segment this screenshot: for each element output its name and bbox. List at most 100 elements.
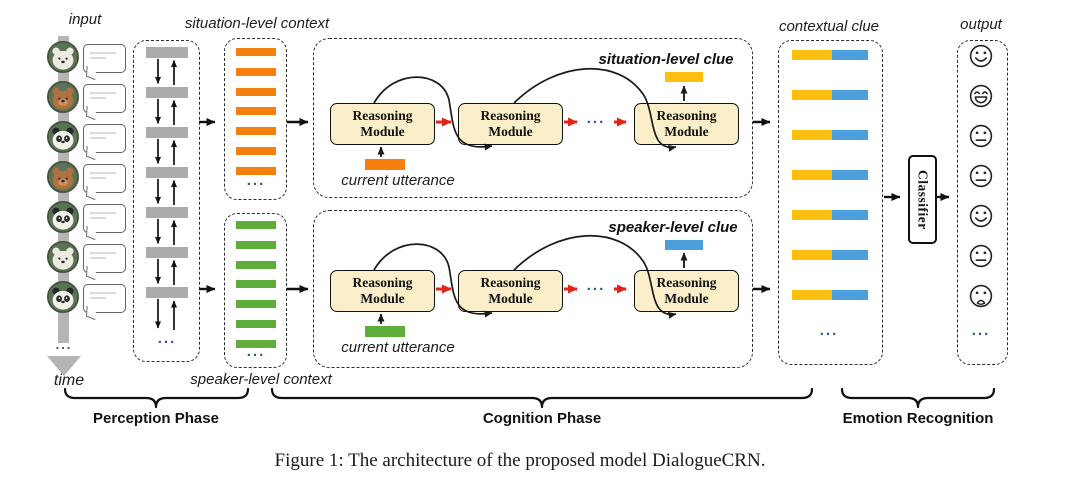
speaker-context-bar bbox=[236, 260, 276, 269]
situation-clue-bar bbox=[665, 72, 703, 82]
emotion-neutral-icon bbox=[969, 164, 993, 188]
speaker-context-bar bbox=[236, 300, 276, 309]
avatar-panda-bear-icon bbox=[47, 121, 79, 153]
current-utterance-bar bbox=[365, 159, 405, 170]
reasoning-module: Reasoning Module bbox=[330, 270, 435, 312]
situation-context-bar bbox=[236, 67, 276, 76]
contextual-clue-bar-blue bbox=[832, 170, 868, 180]
bubble-text-line bbox=[90, 212, 116, 214]
emotion-brace bbox=[840, 387, 996, 409]
contextual-clue-bar-blue bbox=[832, 90, 868, 100]
speaker-context-label: speaker-level context bbox=[190, 371, 332, 388]
ellipsis: ... bbox=[157, 330, 177, 347]
perception-brace bbox=[63, 387, 250, 409]
bubble-text-line bbox=[90, 297, 106, 299]
perception-feature-bar bbox=[146, 46, 188, 58]
contextual-clue-bar-yellow bbox=[792, 250, 832, 260]
input-label: input bbox=[68, 11, 102, 28]
speech-bubble-icon bbox=[83, 284, 126, 313]
emotion-recognition-label: Emotion Recognition bbox=[842, 410, 994, 427]
contextual-clue-bar-yellow bbox=[792, 170, 832, 180]
classifier-box: Classifier bbox=[908, 155, 937, 244]
contextual-clue-bar-blue bbox=[832, 290, 868, 300]
speaker-clue-label: speaker-level clue bbox=[608, 219, 738, 236]
situation-clue-label: situation-level clue bbox=[598, 51, 734, 68]
bubble-text-line bbox=[90, 217, 106, 219]
speech-bubble-icon bbox=[83, 124, 126, 153]
contextual-clue-bar-yellow bbox=[792, 130, 832, 140]
emotion-sad-icon bbox=[969, 284, 993, 308]
ellipsis: ... bbox=[971, 322, 991, 339]
reasoning-module-label: Reasoning bbox=[480, 274, 541, 290]
emotion-neutral-icon bbox=[969, 244, 993, 268]
reasoning-module: Reasoning Module bbox=[458, 270, 563, 312]
speaker-context-bar bbox=[236, 339, 276, 348]
contextual-clue-bar-yellow bbox=[792, 50, 832, 60]
contextual-clue-bar-blue bbox=[832, 50, 868, 60]
output-label: output bbox=[960, 16, 1002, 33]
avatar-panda-bear-icon bbox=[47, 281, 79, 313]
situation-context-bar bbox=[236, 87, 276, 96]
bubble-text-line bbox=[90, 92, 116, 94]
emotion-neutral-icon bbox=[969, 124, 993, 148]
reasoning-module-label: Module bbox=[664, 291, 709, 306]
output-box bbox=[957, 40, 1008, 365]
contextual-clue-bar-blue bbox=[832, 210, 868, 220]
cognition-brace bbox=[270, 387, 814, 409]
reasoning-module-label: Module bbox=[360, 124, 405, 139]
current-utterance-bar bbox=[365, 326, 405, 337]
bubble-text-line bbox=[90, 137, 106, 139]
reasoning-module: Reasoning Module bbox=[634, 270, 739, 312]
speaker-context-bar bbox=[236, 221, 276, 229]
reasoning-module-label: Reasoning bbox=[352, 107, 413, 123]
emotion-grin-icon bbox=[969, 84, 993, 108]
bubble-text-line bbox=[90, 97, 106, 99]
situation-reasoning-box bbox=[313, 38, 753, 198]
perception-phase-label: Perception Phase bbox=[93, 410, 219, 427]
perception-feature-bar bbox=[146, 246, 188, 258]
reasoning-module-label: Module bbox=[360, 291, 405, 306]
contextual-clue-box bbox=[778, 40, 883, 365]
contextual-clue-label: contextual clue bbox=[778, 18, 880, 35]
reasoning-module-label: Module bbox=[488, 291, 533, 306]
speech-bubble-icon bbox=[83, 84, 126, 113]
avatar-polar-bear-icon bbox=[47, 41, 79, 73]
avatar-polar-bear-icon bbox=[47, 241, 79, 273]
situation-context-bar bbox=[236, 127, 276, 136]
speaker-context-bar bbox=[236, 240, 276, 249]
perception-feature-bar bbox=[146, 166, 188, 178]
contextual-clue-bar-yellow bbox=[792, 290, 832, 300]
ellipsis: ... bbox=[819, 322, 839, 339]
bubble-text-line bbox=[90, 132, 116, 134]
emotion-smile-icon bbox=[969, 44, 993, 68]
reasoning-module: Reasoning Module bbox=[330, 103, 435, 145]
reasoning-module-label: Reasoning bbox=[480, 107, 541, 123]
speaker-context-bar bbox=[236, 280, 276, 289]
reasoning-module: Reasoning Module bbox=[458, 103, 563, 145]
bubble-text-line bbox=[90, 177, 106, 179]
perception-feature-bar bbox=[146, 206, 188, 218]
reasoning-module-label: Module bbox=[664, 124, 709, 139]
emotion-smile-icon bbox=[969, 204, 993, 228]
bubble-text-line bbox=[90, 257, 106, 259]
bubble-text-line bbox=[90, 172, 116, 174]
situation-context-box bbox=[224, 38, 287, 200]
reasoning-module-label: Module bbox=[488, 124, 533, 139]
speech-bubble-icon bbox=[83, 164, 126, 193]
situation-context-bar bbox=[236, 107, 276, 116]
current-utterance-label: current utterance bbox=[341, 172, 455, 189]
avatar-grizzly-bear-icon bbox=[47, 161, 79, 193]
reasoning-module: Reasoning Module bbox=[634, 103, 739, 145]
current-utterance-label: current utterance bbox=[341, 339, 455, 356]
situation-context-bar bbox=[236, 48, 276, 56]
speaker-reasoning-box bbox=[313, 210, 753, 368]
contextual-clue-bar-yellow bbox=[792, 90, 832, 100]
avatar-panda-bear-icon bbox=[47, 201, 79, 233]
ellipsis: ... bbox=[246, 172, 266, 189]
speaker-clue-bar bbox=[665, 240, 703, 250]
perception-feature-bar bbox=[146, 126, 188, 138]
speech-bubble-icon bbox=[83, 44, 126, 73]
underbraces bbox=[63, 387, 996, 409]
contextual-clue-bar-yellow bbox=[792, 210, 832, 220]
situation-context-bar bbox=[236, 147, 276, 155]
